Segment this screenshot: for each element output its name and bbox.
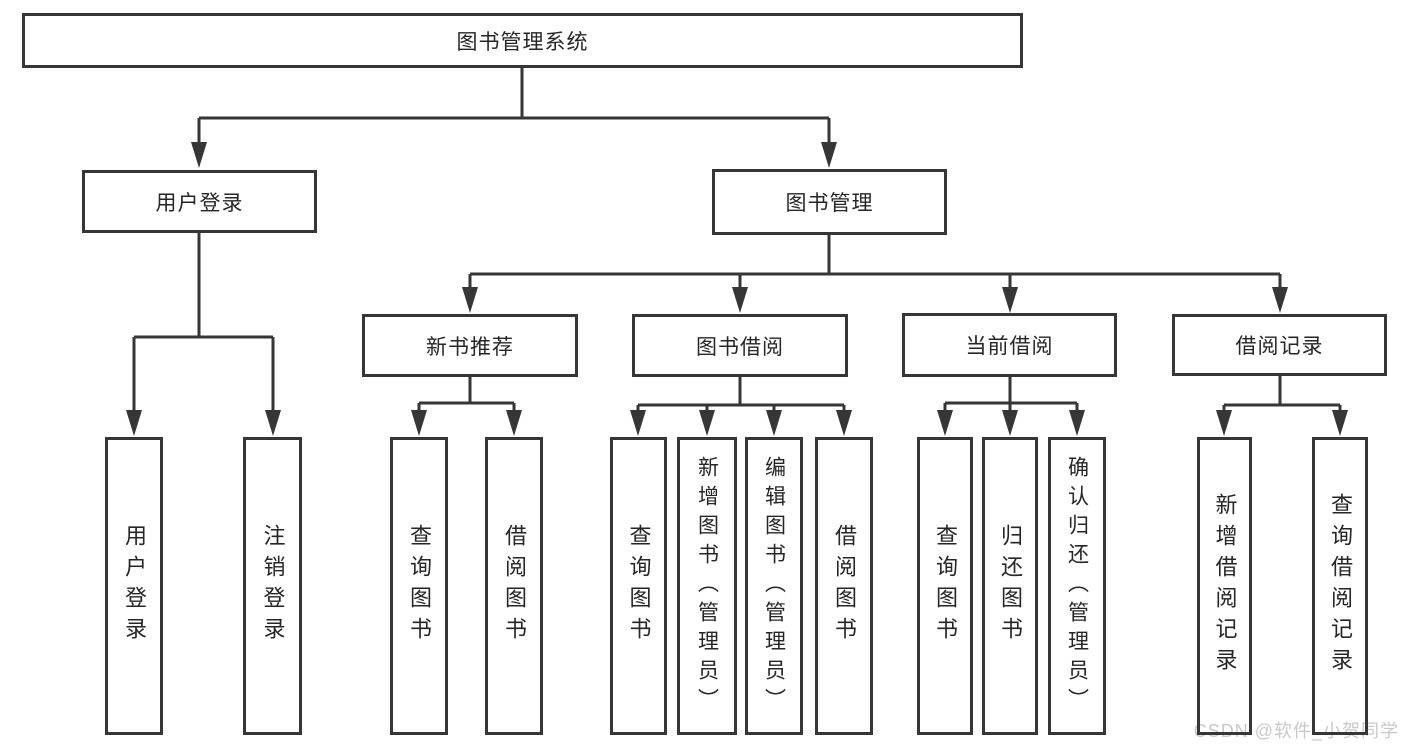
node-user-login: 用户登录	[82, 170, 317, 233]
node-label: 借阅图书	[502, 524, 527, 648]
leaf-confirm-return-admin: 确认归还（管理员）	[1048, 437, 1106, 735]
node-label: 查询图书	[407, 524, 432, 648]
arrow-icon	[937, 410, 953, 436]
node-label: 新书推荐	[426, 335, 514, 359]
arrow-icon	[506, 410, 522, 436]
node-book-management: 图书管理	[712, 169, 947, 235]
node-label: 借阅记录	[1235, 335, 1324, 358]
node-label: 图书管理系统	[456, 30, 589, 54]
node-label: 新增图书（管理员）	[695, 455, 719, 717]
node-label: 查询借阅记录	[1328, 493, 1353, 679]
node-label: 查询图书	[933, 524, 958, 648]
arrow-icon	[766, 410, 782, 436]
node-label: 注销登录	[260, 524, 286, 648]
arrow-icon	[1069, 410, 1085, 436]
arrow-icon	[462, 287, 478, 313]
leaf-logout: 注销登录	[243, 437, 302, 735]
node-label: 查询图书	[626, 524, 652, 648]
arrow-icon	[411, 410, 427, 436]
node-label: 确认归还（管理员）	[1065, 455, 1089, 717]
leaf-edit-books-admin: 编辑图书（管理员）	[745, 437, 803, 735]
leaf-query-borrow-record: 查询借阅记录	[1312, 437, 1368, 735]
connector-new-books-branch	[411, 377, 522, 436]
node-root-system: 图书管理系统	[22, 13, 1023, 68]
node-label: 借阅图书	[832, 524, 857, 648]
arrow-icon	[265, 410, 281, 436]
node-label: 归还图书	[998, 524, 1023, 648]
arrow-icon	[699, 410, 715, 436]
arrow-icon	[1332, 410, 1348, 436]
node-borrow-records: 借阅记录	[1172, 314, 1387, 376]
connector-borrow-records-branch	[1216, 376, 1348, 436]
arrow-icon	[1002, 410, 1018, 436]
node-current-borrow: 当前借阅	[902, 313, 1117, 377]
node-book-borrow: 图书借阅	[632, 314, 848, 377]
leaf-return-books: 归还图书	[982, 437, 1038, 735]
connector-user-login-branch	[126, 233, 281, 436]
connector-current-borrow-branch	[937, 377, 1085, 436]
leaf-query-books-borrow: 查询图书	[610, 437, 667, 735]
node-label: 用户登录	[155, 191, 244, 215]
arrow-icon	[1002, 287, 1018, 313]
csdn-watermark: CSDN @软件_小贺同学	[1193, 721, 1399, 741]
arrow-icon	[836, 410, 852, 436]
connector-book-mgmt-to-level3	[462, 235, 1288, 313]
connector-root-to-level2	[191, 68, 837, 168]
connector-book-borrow-branch	[630, 377, 852, 436]
node-label: 新增借阅记录	[1212, 493, 1238, 679]
node-label: 用户登录	[122, 524, 147, 648]
node-label: 图书借阅	[696, 335, 784, 359]
leaf-query-books-current: 查询图书	[917, 437, 973, 735]
arrow-icon	[1272, 287, 1288, 313]
leaf-borrow-books: 借阅图书	[815, 437, 873, 735]
node-new-book-recommend: 新书推荐	[362, 314, 578, 377]
arrow-icon	[821, 142, 837, 168]
arrow-icon	[191, 142, 207, 168]
arrow-icon	[1216, 410, 1232, 436]
arrow-icon	[126, 410, 142, 436]
leaf-add-borrow-record: 新增借阅记录	[1197, 437, 1252, 735]
leaf-add-books-admin: 新增图书（管理员）	[677, 437, 737, 735]
leaf-user-login: 用户登录	[105, 437, 163, 735]
node-label: 图书管理	[785, 192, 874, 215]
arrow-icon	[630, 410, 646, 436]
arrow-icon	[732, 287, 748, 313]
node-label: 当前借阅	[965, 335, 1054, 358]
node-label: 编辑图书（管理员）	[762, 455, 786, 717]
leaf-query-books-recommend: 查询图书	[390, 437, 448, 735]
leaf-borrow-books-recommend: 借阅图书	[485, 437, 543, 735]
